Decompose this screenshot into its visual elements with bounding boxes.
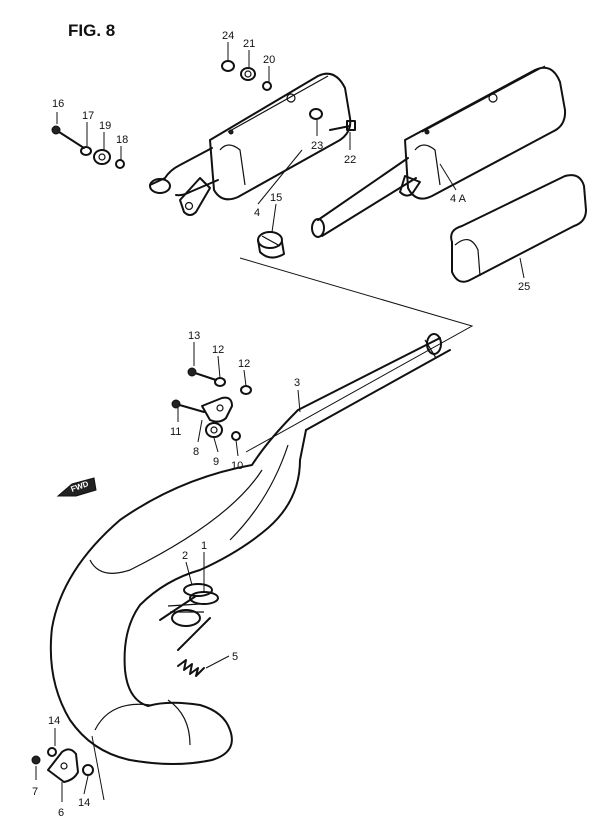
callout-1: 1 [201,540,207,552]
silencer-part-4a [311,65,567,238]
bolt-part-11 [171,399,205,413]
grommet-part-19 [93,149,111,165]
callout-14-b: 14 [78,797,90,809]
callout-11: 11 [170,426,181,438]
washer-part-23 [309,108,323,120]
callout-15: 15 [270,192,282,204]
grommet-part-21 [240,67,256,81]
washer-part-14-a [47,747,57,757]
leader-lines [35,42,525,802]
grommet-part-9 [205,422,223,438]
bolt-part-7 [31,755,41,765]
callout-2: 2 [182,550,188,562]
callout-5: 5 [232,651,238,663]
callout-labels: 16 17 19 18 24 21 20 23 22 4 15 4 A 25 1… [32,30,530,819]
callout-9: 9 [213,456,219,468]
callout-13: 13 [188,330,200,342]
callout-19: 19 [99,120,111,132]
callout-17: 17 [82,110,94,122]
callout-8: 8 [193,446,199,458]
bolt-part-13 [187,367,217,381]
sleeve-part-15 [257,231,285,259]
callout-10: 10 [231,460,243,472]
collar-part-20 [262,81,272,91]
callout-21: 21 [243,38,255,50]
expansion-chamber-part-3 [49,333,451,765]
callout-18: 18 [116,134,128,146]
forward-direction-arrow: FWD [56,477,97,497]
callout-14-a: 14 [48,715,60,727]
callout-6: 6 [58,807,64,819]
collar-part-10 [231,431,241,441]
figure-title: FIG. 8 [68,21,115,40]
washer-part-17 [80,146,92,156]
bracket-part-6 [47,748,79,783]
nut-part-12-a [214,377,226,387]
callout-12-a: 12 [212,344,224,356]
gasket-part-2 [183,583,213,597]
callout-24: 24 [222,30,234,42]
nut-part-12-b [240,385,252,395]
callout-20: 20 [263,54,275,66]
washer-part-14-b [82,764,94,776]
callout-16: 16 [52,98,64,110]
assembly-connector-line [239,257,474,453]
callout-4: 4 [254,207,260,219]
callout-12-b: 12 [238,358,250,370]
bolt-part-16 [51,125,85,149]
bolt-part-22 [329,120,356,131]
cover-part-25 [450,174,587,283]
collar-part-18 [115,159,125,169]
callout-3: 3 [294,377,300,389]
spring-part-5 [177,659,205,677]
callout-25: 25 [518,281,530,293]
callout-4a: 4 A [450,193,467,205]
callout-22: 22 [344,154,356,166]
bracket-part-8 [201,396,233,423]
callout-23: 23 [311,140,323,152]
nut-part-24 [221,60,235,72]
callout-7: 7 [32,786,38,798]
